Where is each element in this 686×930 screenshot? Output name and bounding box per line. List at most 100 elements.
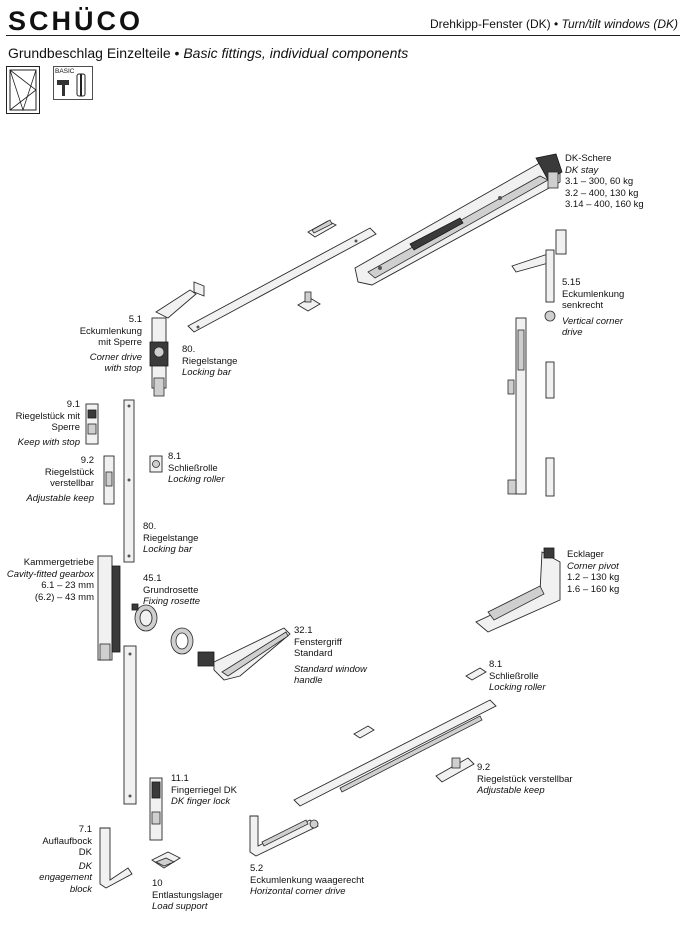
label-text: DK finger lock — [171, 796, 231, 807]
label-32-1: 32.1 Fenstergriff Standard Standard wind… — [294, 625, 367, 687]
label-text: 80. — [182, 344, 196, 355]
label-7-1: 7.1 Auflaufbock DK DK engagement block — [20, 824, 92, 895]
label-text: Schließrolle — [489, 670, 539, 682]
label-text: DK-Schere — [565, 153, 612, 164]
label-text: Load support — [152, 901, 208, 912]
label-text: Auflaufbock — [42, 835, 92, 847]
engagement-block — [99, 827, 133, 889]
window-type-de: Drehkipp-Fenster (DK) — [429, 17, 551, 31]
label-text: verstellbar — [50, 478, 94, 489]
label-text: 3.2 – 400, 130 kg — [565, 187, 639, 199]
label-80-top: 80. Riegelstange Locking bar — [182, 344, 237, 379]
label-text: block — [69, 883, 92, 895]
locking-roller-left — [149, 455, 163, 473]
load-support — [151, 851, 181, 869]
label-text: Riegelstück verstellbar — [477, 773, 573, 785]
label-text: drive — [562, 327, 583, 338]
label-text: Eckumlenkung — [79, 325, 142, 337]
label-text: Eckumlenkung waagerecht — [250, 874, 365, 886]
label-9-2-right: 9.2 Riegelstück verstellbar Adjustable k… — [477, 762, 573, 797]
subtitle-de: Grundbeschlag Einzelteile — [8, 45, 171, 61]
label-5-2: 5.2 Eckumlenkung waagerecht Horizontal c… — [250, 863, 364, 898]
label-8-1-right: 8.1 Schließrolle Locking roller — [489, 659, 546, 694]
label-text: with stop — [104, 363, 143, 374]
header-separator: • — [553, 17, 559, 31]
label-5-15: 5.15 Eckumlenkung senkrecht Vertical cor… — [562, 277, 624, 339]
label-text: Standard window — [294, 663, 367, 675]
subtitle-separator: • — [174, 45, 180, 61]
label-text: Vertical corner — [562, 315, 623, 327]
label-text: engagement — [39, 872, 92, 883]
horizontal-locking-bar — [293, 699, 497, 807]
horizontal-corner-drive — [249, 815, 319, 857]
label-dk-stay: DK-Schere DK stay 3.1 – 300, 60 kg 3.2 –… — [565, 153, 644, 211]
label-text: Grundrosette — [143, 584, 199, 596]
label-text: 10 — [152, 878, 163, 889]
dk-stay-part — [354, 153, 563, 286]
label-text: 9.2 — [80, 455, 94, 466]
label-text: Locking bar — [182, 367, 232, 378]
vertical-locking-bar-right — [507, 317, 527, 495]
label-text: 1.2 – 130 kg — [567, 572, 620, 583]
dk-finger-lock — [149, 777, 163, 841]
label-text: DK stay — [565, 164, 599, 176]
label-text: Ecklager — [567, 549, 604, 560]
label-text: Adjustable keep — [477, 785, 545, 796]
corner-drive-with-stop — [149, 281, 205, 397]
window-type-en: Turn/tilt windows (DK) — [561, 17, 678, 31]
keep-top-center — [307, 219, 337, 238]
header-rule — [6, 35, 680, 36]
label-10: 10 Entlastungslager Load support — [152, 878, 223, 913]
label-text: 7.1 — [78, 824, 92, 835]
label-80-mid: 80. Riegelstange Locking bar — [143, 521, 198, 556]
label-text: Riegelstück — [44, 466, 94, 478]
label-text: Keep with stop — [17, 436, 80, 448]
vertical-corner-drive — [511, 229, 567, 322]
label-text: (6.2) – 43 mm — [34, 591, 94, 603]
label-text: Entlastungslager — [152, 889, 223, 901]
label-8-1-left: 8.1 Schließrolle Locking roller — [168, 451, 225, 486]
label-text: 5.2 — [250, 863, 264, 874]
label-45-1: 45.1 Grundrosette Fixing rosette — [143, 573, 200, 608]
fixing-rosette — [131, 603, 158, 632]
label-text: Sperre — [51, 422, 80, 433]
label-text: Cavity-fitted gearbox — [6, 568, 94, 580]
label-text: Riegelstange — [143, 532, 199, 544]
right-keeps — [545, 361, 555, 497]
page-subtitle: Grundbeschlag Einzelteile • Basic fittin… — [8, 45, 408, 61]
label-text: Adjustable keep — [26, 492, 94, 504]
label-9-2-left: 9.2 Riegelstück verstellbar Adjustable k… — [4, 455, 94, 504]
keep-with-stop — [85, 403, 99, 445]
adjustable-keep-left — [103, 455, 115, 505]
keep-mid-right — [353, 725, 375, 739]
label-text: mit Sperre — [98, 337, 142, 348]
label-text: Standard — [294, 648, 333, 659]
label-text: 32.1 — [294, 625, 313, 636]
label-11-1: 11.1 Fingerriegel DK DK finger lock — [171, 773, 237, 808]
basic-badge-label: BASIC — [55, 68, 75, 75]
label-text: 6.1 – 23 mm — [41, 580, 94, 591]
locking-bar-lower — [123, 645, 137, 805]
adjustable-keep-right — [435, 757, 475, 783]
label-text: DK — [78, 860, 92, 872]
handle-rosette-ring — [170, 627, 194, 655]
label-text: handle — [294, 675, 323, 686]
schueco-logo: SCHÜCO — [8, 6, 144, 36]
label-text: Fenstergriff — [294, 636, 342, 648]
label-text: Fingerriegel DK — [171, 784, 237, 796]
locking-bar-vertical — [123, 399, 135, 563]
label-text: 8.1 — [168, 451, 182, 462]
label-text: 3.14 – 400, 160 kg — [565, 199, 644, 210]
label-text: Fixing rosette — [143, 596, 201, 607]
label-text: 9.2 — [477, 762, 491, 773]
label-text: Schließrolle — [168, 462, 218, 474]
label-5-1: 5.1 Eckumlenkung mit Sperre Corner drive… — [60, 314, 142, 375]
label-text: Corner pivot — [567, 560, 619, 572]
label-text: Corner drive — [89, 351, 142, 363]
label-text: 9.1 — [66, 399, 80, 410]
hammer-basic-icon — [53, 66, 93, 100]
label-text: Locking roller — [489, 682, 546, 693]
label-text: 3.1 – 300, 60 kg — [565, 176, 634, 187]
label-text: DK — [78, 847, 92, 858]
label-ecklager: Ecklager Corner pivot 1.2 – 130 kg 1.6 –… — [567, 549, 619, 595]
